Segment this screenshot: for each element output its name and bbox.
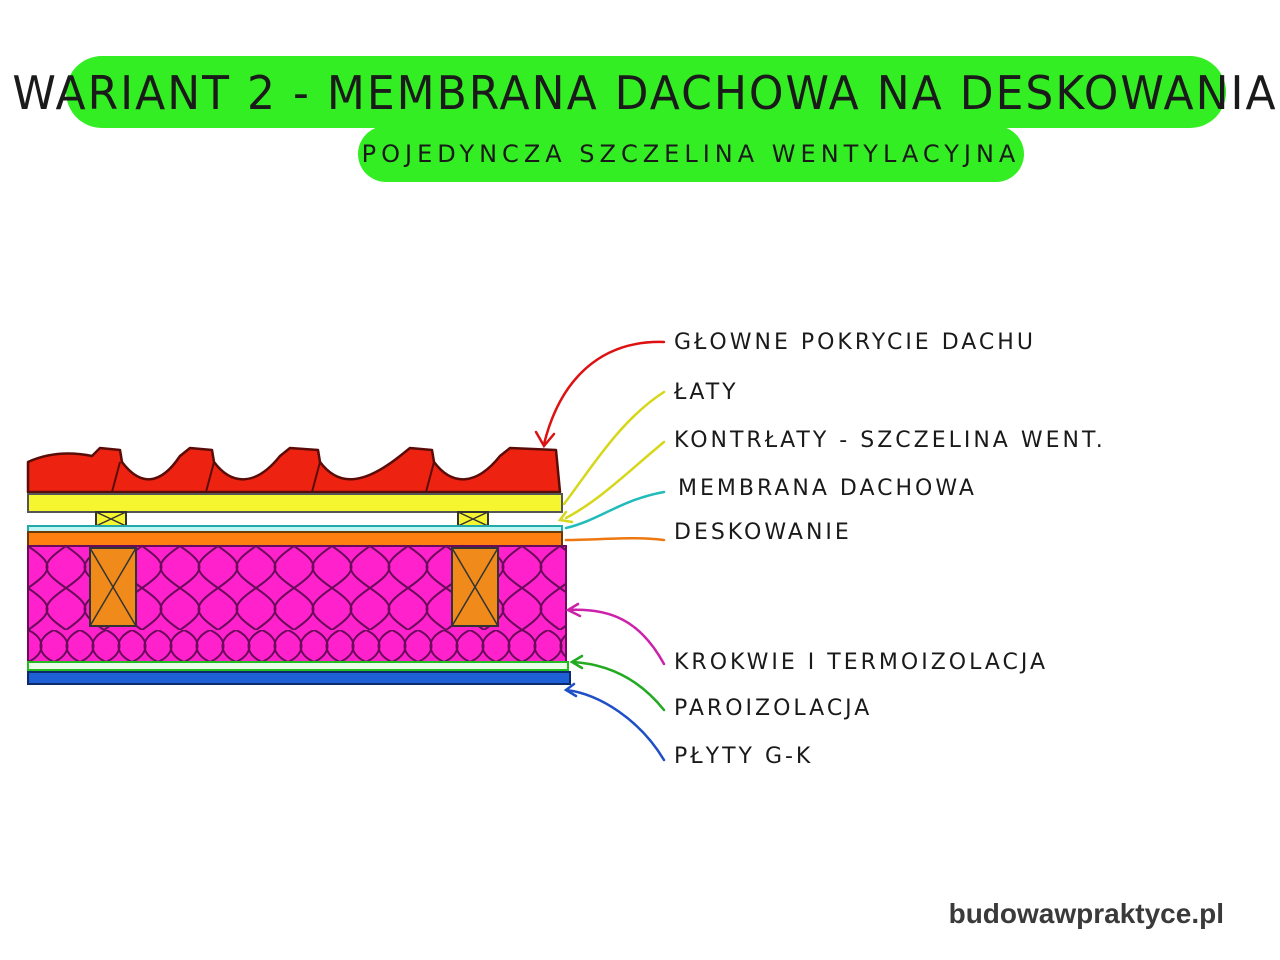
arrow-gk-boards xyxy=(564,688,666,762)
label-gk-boards: PŁYTY G-K xyxy=(674,744,814,769)
label-vapor-barrier: PAROIZOLACJA xyxy=(674,696,873,721)
counter-battens xyxy=(95,511,489,527)
label-counter-battens: KONTRŁATY - SZCZELINA WENT. xyxy=(674,428,1106,453)
arrow-battens xyxy=(562,390,666,506)
arrow-boarding xyxy=(564,536,666,542)
boarding-layer xyxy=(27,531,563,547)
site-watermark: budowawpraktyce.pl xyxy=(948,898,1224,929)
diagram-subtitle: POJEDYNCZA SZCZELINA WENTYLACYJNA xyxy=(361,140,1021,168)
label-battens: ŁATY xyxy=(674,380,739,405)
title-banner xyxy=(66,56,1226,128)
gk-boards-layer xyxy=(27,671,571,685)
arrow-membrane xyxy=(564,490,666,530)
diagram-title: WARIANT 2 - MEMBRANA DACHOWA NA DESKOWAN… xyxy=(12,66,1278,120)
label-rafters-insulation: KROKWIE I TERMOIZOLACJA xyxy=(674,650,1049,675)
roof-tiles xyxy=(26,446,562,494)
arrow-roof-covering xyxy=(542,340,666,446)
label-membrane: MEMBRANA DACHOWA xyxy=(678,476,977,501)
subtitle-banner xyxy=(358,126,1024,182)
label-boarding: DESKOWANIE xyxy=(674,520,852,545)
vapor-barrier-layer xyxy=(27,661,569,671)
leader-arrows xyxy=(534,340,666,762)
arrow-insulation xyxy=(566,608,666,666)
label-roof-covering: GŁOWNE POKRYCIE DACHU xyxy=(674,330,1036,355)
rafters xyxy=(89,547,499,627)
arrow-vapor-barrier xyxy=(570,660,666,712)
battens-layer xyxy=(27,493,563,513)
arrow-counter-battens xyxy=(564,440,666,520)
